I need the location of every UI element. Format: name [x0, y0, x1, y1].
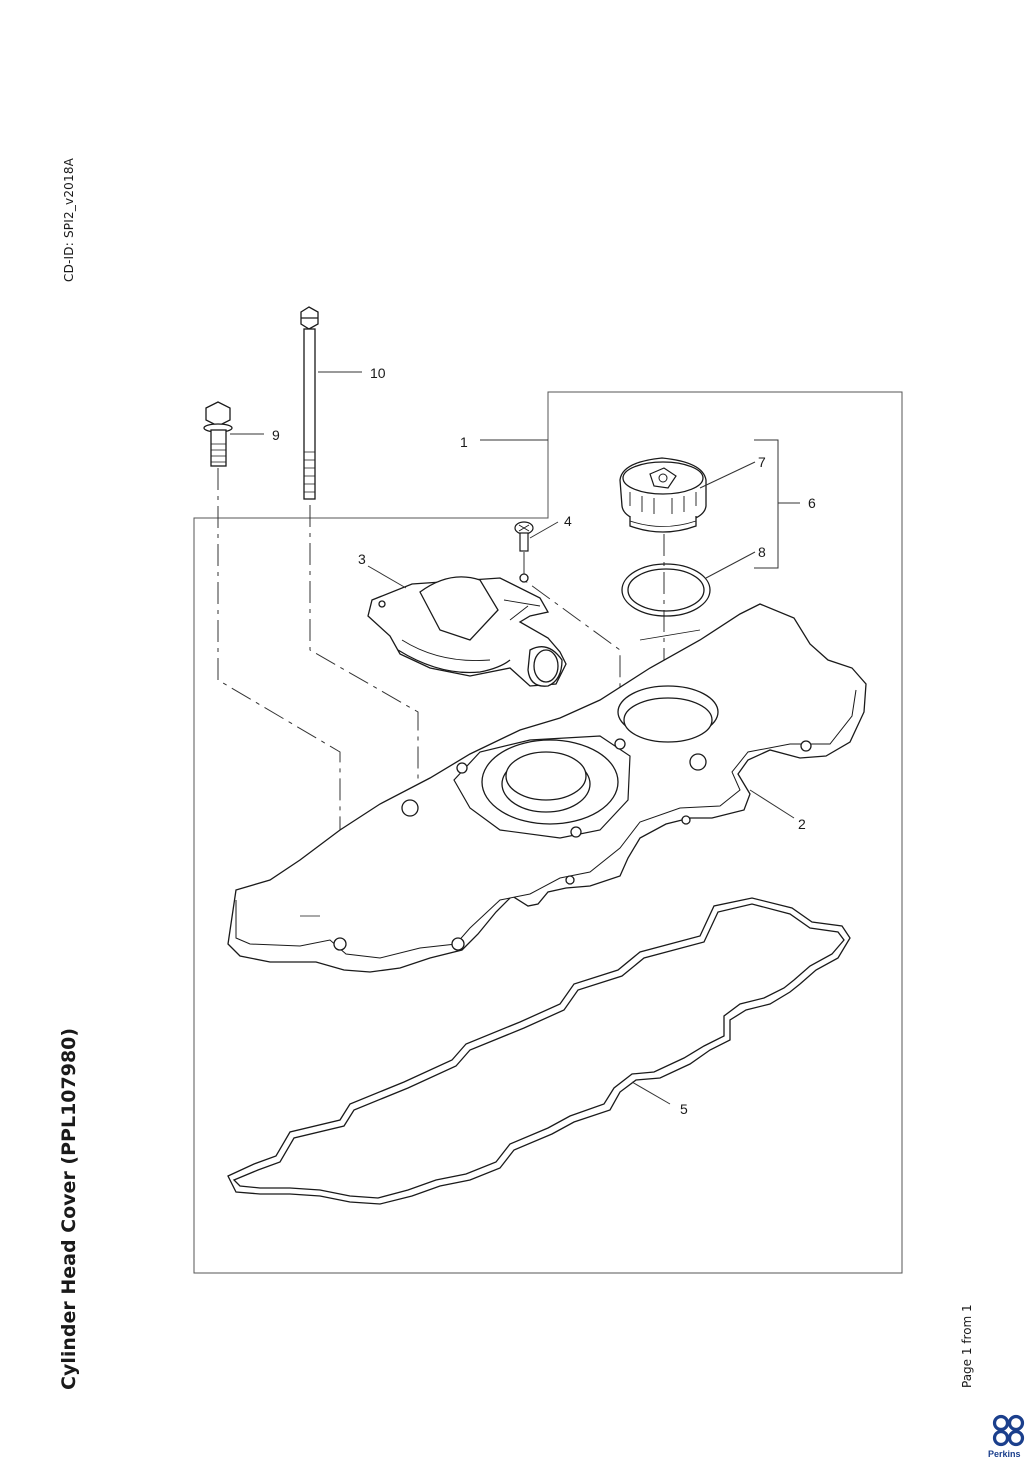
- cylinder-head-cover: [227, 603, 867, 973]
- breather-housing: [367, 573, 567, 687]
- leader-2: [749, 789, 795, 819]
- callout-6: 6: [808, 495, 816, 511]
- long-bolt: [300, 306, 319, 500]
- assembly-frame: [193, 391, 903, 1274]
- screw: [514, 521, 534, 552]
- leader-7: [699, 461, 756, 489]
- leader-3: [367, 565, 407, 589]
- short-bolt: [203, 401, 233, 467]
- brand-name: Perkins: [988, 1449, 1021, 1459]
- callout-5: 5: [680, 1101, 688, 1117]
- oil-filler-cap: [619, 457, 707, 533]
- leader-5: [631, 1081, 671, 1105]
- perkins-logo-icon: [992, 1414, 1025, 1447]
- callout-1: 1: [460, 434, 468, 450]
- callout-3: 3: [358, 551, 366, 567]
- callout-10: 10: [370, 365, 386, 381]
- callout-9: 9: [272, 427, 280, 443]
- kit-bracket: [754, 439, 779, 569]
- callout-4: 4: [564, 513, 572, 529]
- callout-2: 2: [798, 816, 806, 832]
- callout-8: 8: [758, 544, 766, 560]
- leader-8: [705, 551, 756, 579]
- o-ring: [621, 563, 711, 617]
- cover-gasket: [227, 897, 851, 1205]
- callout-7: 7: [758, 454, 766, 470]
- leader-4: [529, 521, 559, 539]
